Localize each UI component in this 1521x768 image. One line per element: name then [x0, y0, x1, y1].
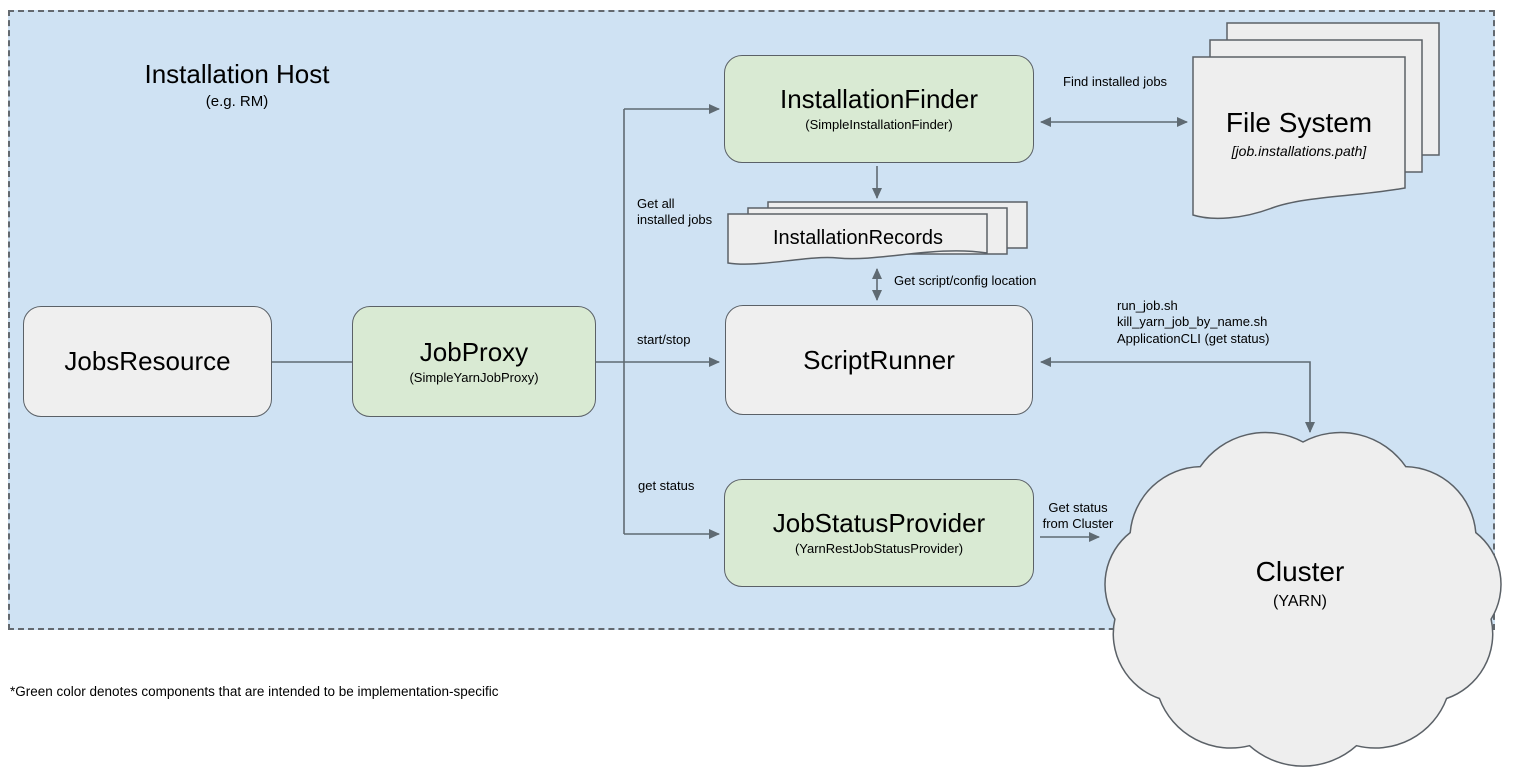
edge-label-scripts: run_job.sh kill_yarn_job_by_name.sh Appl… [1117, 298, 1270, 346]
cluster-title: Cluster [1255, 556, 1345, 587]
edge-label-get-status-from-cluster: Get status from Cluster [1042, 500, 1114, 532]
installation-host-heading: Installation Host (e.g. RM) [87, 60, 387, 110]
file-system-label: File System [job.installations.path] [1199, 107, 1399, 160]
script-runner-title: ScriptRunner [803, 344, 955, 375]
node-jobs-resource: JobsResource [23, 306, 272, 417]
job-status-provider-title: JobStatusProvider [772, 508, 986, 539]
installation-finder-subtitle: (SimpleInstallationFinder) [805, 117, 953, 132]
job-status-provider-subtitle: (YarnRestJobStatusProvider) [794, 541, 964, 556]
node-installation-finder: InstallationFinder (SimpleInstallationFi… [724, 55, 1034, 163]
installation-records-label: InstallationRecords [733, 227, 983, 249]
legend-note: *Green color denotes components that are… [10, 684, 499, 699]
connector-scriptrunner-cluster [1040, 357, 1315, 433]
file-system-subtitle: [job.installations.path] [1231, 142, 1367, 159]
node-job-status-provider: JobStatusProvider (YarnRestJobStatusProv… [724, 479, 1034, 587]
edge-label-get-script-config: Get script/config location [894, 273, 1037, 288]
cluster-cloud-shape [1104, 431, 1502, 767]
file-system-page-1 [1192, 56, 1406, 220]
installation-finder-title: InstallationFinder [780, 84, 978, 115]
cluster-subtitle: (YARN) [1273, 592, 1327, 610]
installation-records-shape [727, 201, 1028, 265]
job-proxy-subtitle: (SimpleYarnJobProxy) [409, 369, 539, 385]
job-proxy-title: JobProxy [419, 336, 529, 367]
node-job-proxy: JobProxy (SimpleYarnJobProxy) [352, 306, 596, 417]
installation-host-subtitle: (e.g. RM) [205, 92, 269, 110]
edge-label-start-stop: start/stop [637, 332, 691, 347]
edge-label-get-all-installed-jobs: Get all installed jobs [637, 196, 713, 228]
installation-records-title: InstallationRecords [772, 227, 944, 249]
installation-records-page-1 [727, 213, 988, 265]
cluster-label: Cluster (YARN) [1200, 556, 1400, 611]
jobs-resource-title: JobsResource [64, 346, 231, 377]
node-script-runner: ScriptRunner [725, 305, 1033, 415]
edge-label-find-installed-jobs: Find installed jobs [1063, 74, 1168, 89]
file-system-title: File System [1225, 107, 1373, 138]
edge-label-get-status: get status [638, 478, 695, 493]
installation-host-title: Installation Host [144, 59, 330, 89]
file-system-shape [1192, 22, 1440, 220]
